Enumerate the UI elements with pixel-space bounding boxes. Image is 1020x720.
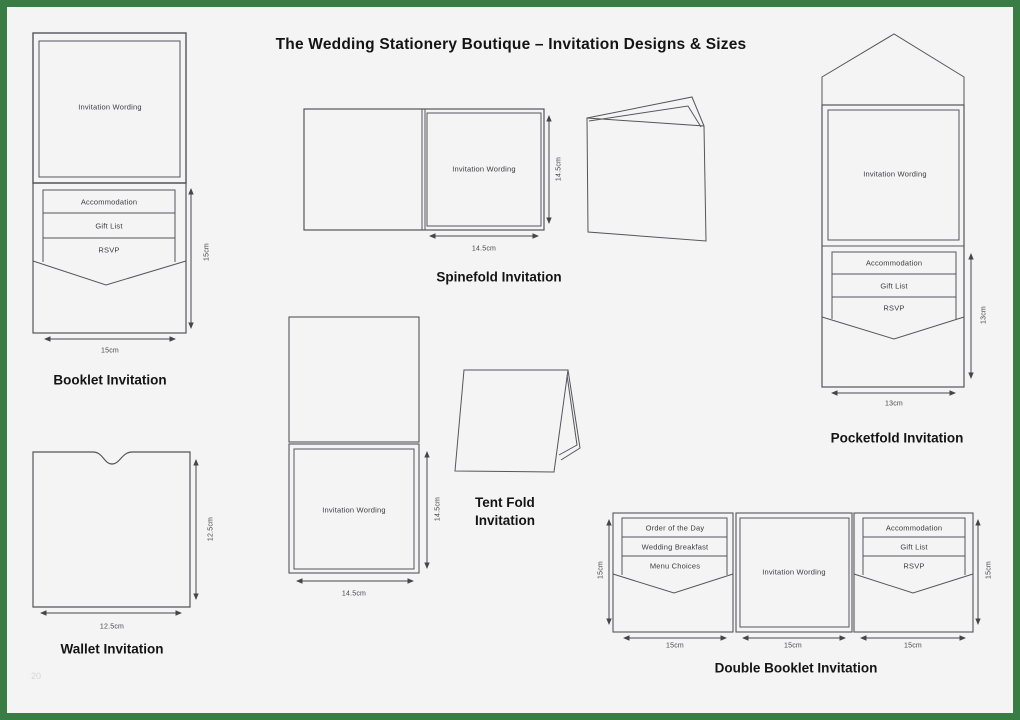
booklet-pocket-flap: [32, 260, 187, 286]
booklet-wording-label: Invitation Wording: [78, 102, 142, 112]
tentfold-width-label: 14.5cm: [341, 590, 367, 598]
pocketfold-card-rsvp: RSVP: [883, 303, 905, 313]
booklet-width-label: 15cm: [101, 347, 119, 355]
double-booklet-title: Double Booklet Invitation: [714, 660, 878, 676]
wallet-pocket-outline: [32, 451, 191, 608]
double-booklet-left-height-label: 15cm: [597, 561, 605, 579]
wallet-height-label: 12.5cm: [207, 516, 215, 542]
double-booklet-left-card-stack: [621, 517, 728, 575]
double-booklet-wording-label: Invitation Wording: [762, 567, 826, 577]
double-booklet-card-gift-list: Gift List: [900, 542, 928, 552]
double-booklet-card-menu-choices: Menu Choices: [649, 561, 701, 571]
tentfold-wording-label: Invitation Wording: [322, 505, 386, 515]
tentfold-diagram: [288, 316, 430, 584]
tentfold-title: Tent Fold Invitation: [475, 494, 535, 530]
spinefold-wording-label: Invitation Wording: [452, 164, 516, 174]
double-booklet-card-order-of-the-day: Order of the Day: [645, 523, 705, 533]
double-booklet-right-height-label: 15cm: [985, 561, 993, 579]
double-booklet-card-rsvp: RSVP: [903, 561, 925, 571]
double-booklet-width-label-1: 15cm: [666, 642, 684, 650]
wallet-diagram: [32, 451, 199, 616]
booklet-title: Booklet Invitation: [53, 372, 167, 388]
pocketfold-card-gift-list: Gift List: [880, 281, 908, 291]
pocketfold-height-label: 13cm: [980, 306, 988, 324]
spinefold-title: Spinefold Invitation: [436, 269, 562, 285]
spinefold-height-label: 14.5cm: [555, 156, 563, 182]
pocketfold-width-label: 13cm: [885, 400, 903, 408]
double-booklet-right-card-stack: [862, 517, 966, 575]
booklet-card-gift-list: Gift List: [95, 221, 123, 231]
spinefold-width-label: 14.5cm: [471, 245, 497, 253]
pocketfold-title: Pocketfold Invitation: [830, 430, 964, 446]
wallet-width-label: 12.5cm: [99, 623, 125, 631]
pocketfold-card-accommodation: Accommodation: [865, 258, 923, 268]
wallet-title: Wallet Invitation: [60, 641, 164, 657]
double-booklet-width-label-3: 15cm: [904, 642, 922, 650]
booklet-card-stack: [42, 189, 176, 262]
double-booklet-card-wedding-breakfast: Wedding Breakfast: [641, 542, 709, 552]
pocketfold-wording-label: Invitation Wording: [863, 169, 927, 179]
page-title: The Wedding Stationery Boutique – Invita…: [275, 36, 747, 53]
booklet-card-accommodation: Accommodation: [80, 197, 138, 207]
tentfold-title-line1: Tent Fold: [475, 495, 535, 510]
tentfold-title-line2: Invitation: [475, 513, 535, 528]
pocketfold-card-stack: [831, 251, 957, 319]
spinefold-diagram: [303, 108, 552, 239]
double-booklet-left-flap: [612, 573, 734, 594]
booklet-card-rsvp: RSVP: [98, 245, 120, 255]
double-booklet-diagram: [606, 512, 981, 641]
pocketfold-diagram: [821, 33, 974, 396]
tent-card-icon: [454, 369, 581, 473]
pocketfold-top-flap: [821, 33, 965, 105]
double-booklet-card-accommodation: Accommodation: [885, 523, 943, 533]
booklet-diagram: [32, 32, 194, 342]
double-booklet-width-label-2: 15cm: [784, 642, 802, 650]
double-booklet-right-flap: [853, 573, 974, 594]
folded-card-icon: [586, 96, 707, 242]
page-number: 20: [30, 671, 42, 681]
booklet-height-label: 15cm: [203, 243, 211, 261]
pocketfold-pocket-flap: [821, 316, 965, 340]
tentfold-height-label: 14.5cm: [434, 496, 442, 522]
